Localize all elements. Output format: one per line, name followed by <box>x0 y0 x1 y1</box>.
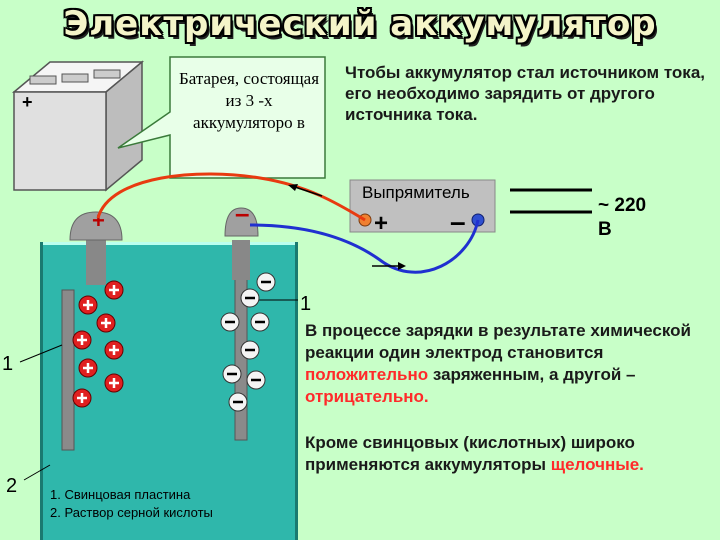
negative-ion-marker <box>246 370 266 390</box>
negative-ion-marker <box>250 312 270 332</box>
slide-title: Электрический аккумулятор <box>63 4 657 44</box>
positive-ion-marker <box>72 388 92 408</box>
lead-plate-left <box>61 289 75 451</box>
terminal-plus-label: + <box>92 208 105 233</box>
negative-ion-marker <box>228 392 248 412</box>
positive-ions <box>72 280 124 408</box>
positive-ion-marker <box>104 373 124 393</box>
current-arrow-upper <box>288 184 323 197</box>
pointer-1-left <box>19 344 63 363</box>
rectifier-plus-sign: + <box>374 210 389 237</box>
process-text-positive: положительно <box>305 365 429 384</box>
negative-ion-marker <box>256 272 276 292</box>
blue-wire <box>249 219 480 274</box>
legend-item-2: 2. Раствор серной кислоты <box>50 505 213 520</box>
current-arrow-lower <box>372 262 406 270</box>
negative-ions <box>220 272 276 412</box>
rectifier-minus-sign: – <box>450 206 466 237</box>
charging-explanation: Чтобы аккумулятор стал источником тока, … <box>345 63 705 124</box>
process-text: В процессе зарядки в результате химическ… <box>305 320 715 408</box>
terminal-minus-label: – <box>235 198 249 228</box>
terminal-positive <box>69 211 123 285</box>
positive-ion-marker <box>78 358 98 378</box>
positive-ion-marker <box>72 330 92 350</box>
label-2: 2 <box>6 475 18 497</box>
callout-bubble <box>117 56 326 179</box>
terminal-negative <box>224 207 259 280</box>
process-text-part1: В процессе зарядки в результате химическ… <box>305 321 691 362</box>
rectifier-label: Выпрямитель <box>362 183 470 202</box>
mains-voltage: ~ 220 В <box>598 194 646 242</box>
alkaline-text: Кроме свинцовых (кислотных) широко приме… <box>305 432 715 476</box>
positive-ion-marker <box>96 313 116 333</box>
label-1-left: 1 <box>2 353 14 375</box>
label-1-right: 1 <box>300 293 312 315</box>
mains-voltage-unit: В <box>598 219 612 240</box>
process-text-part2: заряженным, а другой – <box>428 365 636 384</box>
pointer-2 <box>23 464 51 481</box>
negative-ion-marker <box>222 364 242 384</box>
rectifier-box <box>349 179 496 233</box>
battery-plus-sign: + <box>22 92 33 112</box>
mains-voltage-value: ~ 220 <box>598 195 647 216</box>
red-wire <box>96 172 366 222</box>
alkaline-text-highlight: щелочные. <box>550 455 644 474</box>
positive-ion-marker <box>104 340 124 360</box>
car-battery: + <box>11 60 145 192</box>
legend: 1. Свинцовая пластина 2. Раствор серной … <box>50 486 213 522</box>
positive-ion-marker <box>104 280 124 300</box>
positive-ion-marker <box>78 295 98 315</box>
callout-text: Батарея, состоящая из 3 -х аккумуляторо … <box>178 69 320 132</box>
process-text-negative: отрицательно. <box>305 387 429 406</box>
legend-item-1: 1. Свинцовая пластина <box>50 487 191 502</box>
negative-ion-marker <box>220 312 240 332</box>
alkaline-text-part1: Кроме свинцовых (кислотных) широко приме… <box>305 433 635 474</box>
negative-ion-marker <box>240 340 260 360</box>
negative-ion-marker <box>240 288 260 308</box>
